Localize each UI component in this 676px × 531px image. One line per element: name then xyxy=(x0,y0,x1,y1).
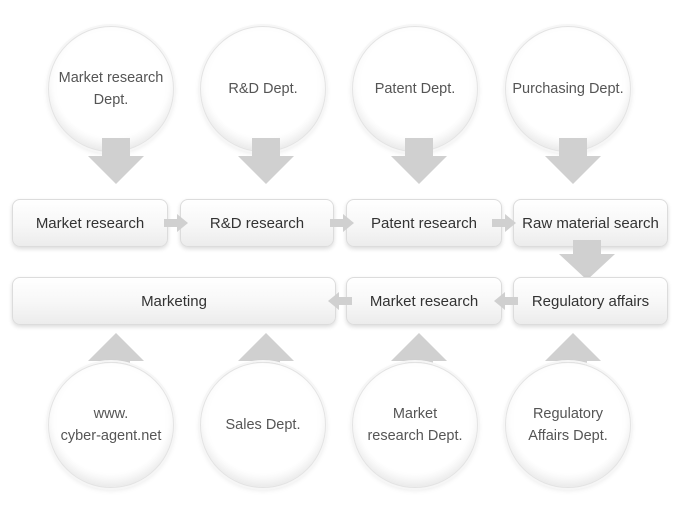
step-label: Market research xyxy=(35,214,145,232)
source-label: Market research Dept. xyxy=(367,406,463,444)
step-label: Regulatory affairs xyxy=(531,292,650,310)
source-sales-dept: Sales Dept. xyxy=(200,362,326,488)
step-label: Market research xyxy=(369,292,479,310)
source-label: www. cyber-agent.net xyxy=(60,406,162,444)
step-patent-research: Patent research xyxy=(346,199,502,247)
right-arrow-icon xyxy=(164,214,188,232)
source-market-research-dept-2: Market research Dept. xyxy=(352,362,478,488)
source-label: R&D Dept. xyxy=(228,81,298,97)
step-label: Raw material search xyxy=(522,214,659,232)
right-arrow-icon xyxy=(330,214,354,232)
down-arrow-icon xyxy=(391,138,447,184)
left-arrow-icon xyxy=(328,292,352,310)
step-regulatory-affairs: Regulatory affairs xyxy=(513,277,668,325)
step-label: R&D research xyxy=(209,214,305,232)
step-label: Marketing xyxy=(141,292,207,310)
source-label: Market research Dept. xyxy=(58,70,164,108)
down-arrow-icon xyxy=(559,240,615,280)
right-arrow-icon xyxy=(492,214,516,232)
down-arrow-icon xyxy=(238,138,294,184)
source-regulatory-affairs-dept: Regulatory Affairs Dept. xyxy=(505,362,631,488)
step-marketing: Marketing xyxy=(12,277,336,325)
source-market-research-dept: Market research Dept. xyxy=(48,26,174,152)
source-label: Regulatory Affairs Dept. xyxy=(528,406,608,444)
source-website: www. cyber-agent.net xyxy=(48,362,174,488)
step-market-research-2: Market research xyxy=(346,277,502,325)
source-label: Patent Dept. xyxy=(374,81,456,97)
source-purchasing-dept: Purchasing Dept. xyxy=(505,26,631,152)
step-rd-research: R&D research xyxy=(180,199,334,247)
left-arrow-icon xyxy=(494,292,518,310)
source-label: Purchasing Dept. xyxy=(512,81,624,97)
source-rd-dept: R&D Dept. xyxy=(200,26,326,152)
down-arrow-icon xyxy=(88,138,144,184)
step-market-research: Market research xyxy=(12,199,168,247)
source-label: Sales Dept. xyxy=(225,417,301,433)
down-arrow-icon xyxy=(545,138,601,184)
step-raw-material-search: Raw material search xyxy=(513,199,668,247)
source-patent-dept: Patent Dept. xyxy=(352,26,478,152)
step-label: Patent research xyxy=(371,214,477,232)
